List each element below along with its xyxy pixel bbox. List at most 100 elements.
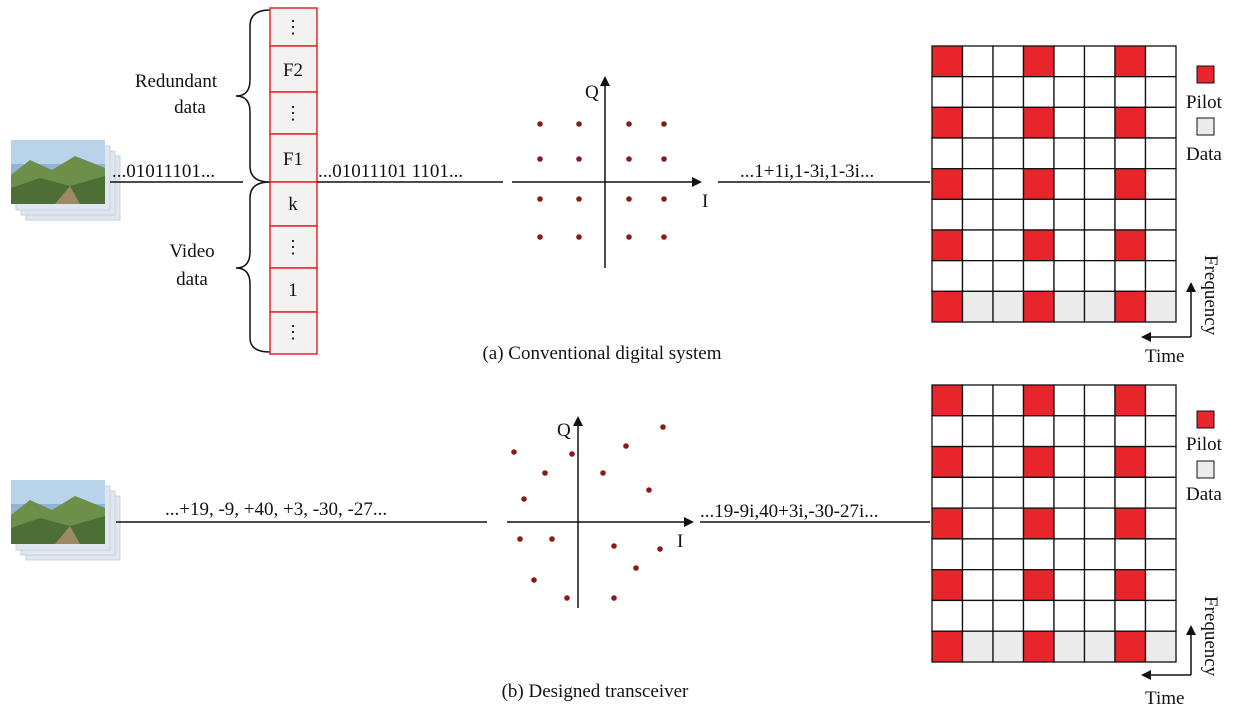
constellation-point bbox=[517, 536, 523, 542]
label-redundant-line1: Redundant bbox=[135, 71, 218, 92]
grid-cell-data bbox=[1053, 76, 1086, 108]
buffer-cell bbox=[269, 267, 318, 313]
grid-cell-pilot bbox=[931, 168, 964, 200]
caption-a: (a) Conventional digital system bbox=[482, 343, 721, 364]
grid-cell-pilot bbox=[1022, 569, 1055, 602]
legend-data-label: Data bbox=[1186, 144, 1222, 165]
grid-cell-data bbox=[961, 507, 994, 540]
grid-cell-data bbox=[1083, 260, 1116, 292]
grid-cell-data bbox=[1144, 198, 1177, 231]
grid-cell-data bbox=[961, 168, 994, 200]
grid-cell-data bbox=[1083, 290, 1116, 323]
grid-cell-pilot bbox=[1022, 630, 1055, 663]
grid-cell-data bbox=[1022, 415, 1055, 448]
grid-cell-pilot bbox=[1022, 229, 1055, 262]
buffer-cell-text: F1 bbox=[283, 149, 303, 170]
buffer-cell-text: ⋮ bbox=[284, 103, 302, 123]
grid-cell-data bbox=[1144, 507, 1177, 540]
symbol-stream-label-a: ...1+1i,1-3i,1-3i... bbox=[740, 161, 874, 182]
constellation-point bbox=[537, 156, 543, 162]
grid-cell-data bbox=[1083, 415, 1116, 448]
grid-cell-data bbox=[1083, 476, 1116, 509]
grid-cell-pilot bbox=[1114, 229, 1147, 262]
video-frames-stack-a bbox=[11, 140, 121, 221]
grid-cell-pilot bbox=[1114, 445, 1147, 478]
frequency-label-b: Frequency bbox=[1200, 596, 1221, 677]
grid-cell-data bbox=[1053, 168, 1086, 200]
constellation-point bbox=[521, 496, 527, 502]
grid-cell-data bbox=[1053, 229, 1086, 262]
resource-grid-b bbox=[931, 384, 1177, 663]
grid-cell-data bbox=[1053, 415, 1086, 448]
grid-cell-data bbox=[1022, 137, 1055, 170]
grid-cell-data bbox=[1114, 476, 1147, 509]
grid-cell-data bbox=[961, 599, 994, 632]
grid-cell-data bbox=[992, 569, 1025, 602]
legend-data-label: Data bbox=[1186, 484, 1222, 505]
constellation-point bbox=[576, 121, 582, 127]
grid-cell-data bbox=[1022, 198, 1055, 231]
constellation-point bbox=[537, 121, 543, 127]
grid-cell-data bbox=[1114, 260, 1147, 292]
grid-cell-data bbox=[1144, 476, 1177, 509]
grid-cell-data bbox=[1114, 76, 1147, 108]
grid-cell-pilot bbox=[1022, 106, 1055, 139]
grid-cell-data bbox=[1053, 599, 1086, 632]
grid-cell-data bbox=[961, 476, 994, 509]
buffer-cell bbox=[269, 181, 318, 227]
grid-cell-data bbox=[992, 599, 1025, 632]
grid-cell-data bbox=[1114, 538, 1147, 571]
grid-cell-data bbox=[992, 137, 1025, 170]
grid-cell-data bbox=[992, 384, 1025, 417]
grid-cell-data bbox=[1144, 168, 1177, 200]
grid-cell-data bbox=[1083, 445, 1116, 478]
grid-cell-data bbox=[1083, 168, 1116, 200]
time-label-b: Time bbox=[1145, 688, 1184, 709]
grid-cell-data bbox=[992, 290, 1025, 323]
grid-cell-data bbox=[961, 198, 994, 231]
constellation-point bbox=[623, 443, 629, 449]
grid-cell-data bbox=[992, 507, 1025, 540]
grid-cell-data bbox=[1053, 260, 1086, 292]
constellation-point bbox=[661, 156, 667, 162]
buffer-cell bbox=[269, 311, 318, 355]
constellation-point bbox=[511, 449, 517, 455]
grid-cell-data bbox=[1144, 384, 1177, 417]
grid-cell-data bbox=[961, 630, 994, 663]
grid-cell-pilot bbox=[1114, 569, 1147, 602]
grid-cell-data bbox=[992, 45, 1025, 78]
symbol-stream-label-b: ...19-9i,40+3i,-30-27i... bbox=[700, 501, 879, 522]
grid-cell-data bbox=[992, 445, 1025, 478]
constellation-point bbox=[549, 536, 555, 542]
grid-cell-pilot bbox=[931, 106, 964, 139]
grid-cell-data bbox=[961, 415, 994, 448]
buffer-cell-text: 1 bbox=[288, 280, 298, 301]
panel-b: ...+19, -9, +40, +3, -30, -27... Q I ...… bbox=[11, 384, 1223, 709]
grid-cell-data bbox=[931, 599, 964, 632]
constellation-point bbox=[564, 595, 570, 601]
buffer-cell-text: k bbox=[288, 194, 298, 215]
legend-data-swatch bbox=[1196, 460, 1215, 479]
grid-cell-data bbox=[1083, 599, 1116, 632]
brace-redundant bbox=[235, 9, 271, 183]
buffer-cell-text: ⋮ bbox=[284, 237, 302, 257]
grid-cell-data bbox=[931, 76, 964, 108]
grid-cell-pilot bbox=[1022, 507, 1055, 540]
grid-cell-data bbox=[961, 76, 994, 108]
brace-video bbox=[235, 181, 271, 353]
grid-cell-data bbox=[1053, 106, 1086, 139]
grid-cell-data bbox=[992, 168, 1025, 200]
video-frames-stack-b bbox=[11, 480, 121, 561]
grid-cell-data bbox=[1083, 198, 1116, 231]
constellation-point bbox=[661, 196, 667, 202]
grid-cell-pilot bbox=[1022, 168, 1055, 200]
constellation-point bbox=[626, 234, 632, 240]
grid-cell-data bbox=[1053, 198, 1086, 231]
constellation-point bbox=[661, 234, 667, 240]
constellation-b: Q I bbox=[507, 416, 694, 608]
q-axis-label-a: Q bbox=[585, 82, 599, 103]
grid-cell-data bbox=[1022, 538, 1055, 571]
constellation-point bbox=[626, 156, 632, 162]
legend-pilot-label: Pilot bbox=[1186, 434, 1223, 455]
bitstream-out-label: ...01011101 1101... bbox=[318, 161, 463, 182]
